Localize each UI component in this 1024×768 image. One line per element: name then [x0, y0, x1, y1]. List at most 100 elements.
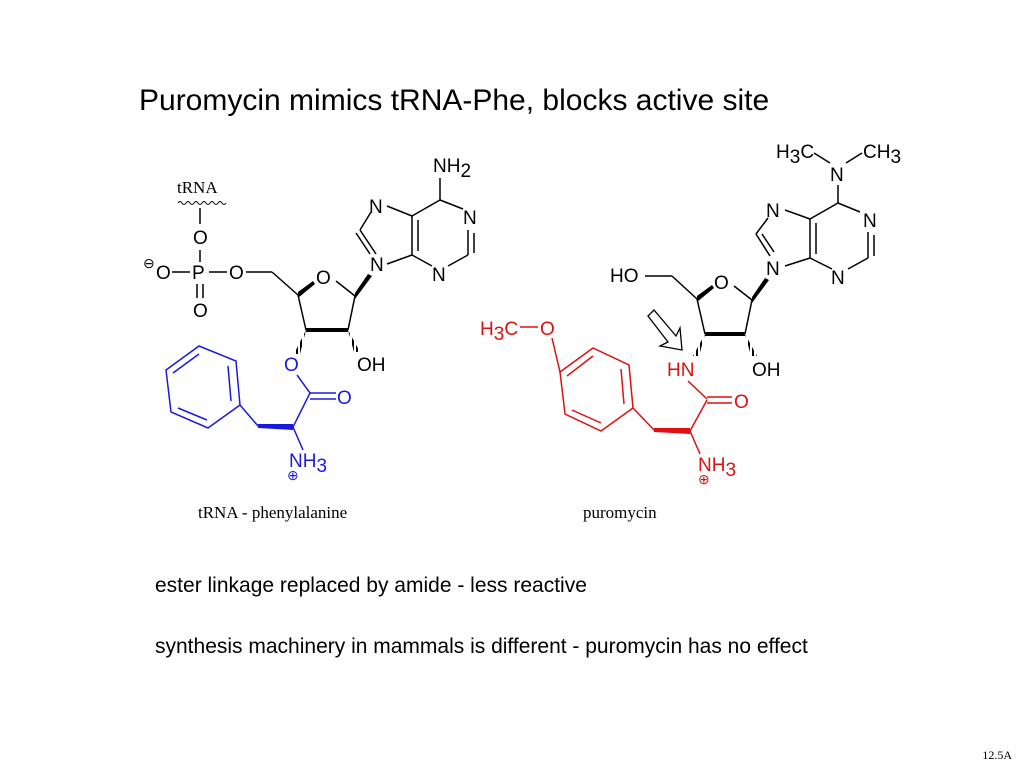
benzene-ring: [165, 345, 241, 429]
ribose-c4-c3: [297, 294, 307, 331]
mb-inner-a: [620, 368, 625, 405]
c1-n9-wedge: [355, 274, 372, 299]
phosphate-o-top: O: [193, 228, 208, 249]
right-caption: puromycin: [583, 503, 657, 522]
charge-minus: ⊖: [143, 255, 155, 271]
ribose-c1-c2: [347, 295, 356, 331]
r-ch2-ring: [632, 407, 655, 431]
c5-c6: [411, 199, 441, 217]
phosphate-o-left: O: [156, 263, 171, 284]
note-mammal-synthesis: synthesis machinery in mammals is differ…: [155, 635, 808, 658]
phosphate-p: P: [192, 263, 205, 284]
c2-oh-hash: [348, 330, 360, 352]
o-carbonyl-c: [296, 374, 311, 394]
ch2-c4-bond: [271, 271, 299, 296]
phosphate-o-bottom: O: [193, 301, 208, 322]
r-c6-n1: [837, 202, 861, 213]
calpha-n: [292, 426, 304, 451]
r-ho: HO: [610, 266, 639, 287]
r-c3-n-hash: [693, 334, 705, 356]
r-c4-c3: [696, 298, 706, 335]
wavy-bond: [177, 201, 227, 205]
methoxy-ch3: H3C: [480, 319, 518, 345]
mb-inner-b: [566, 355, 594, 377]
r-c6-c5: [809, 202, 839, 220]
r-c5-n7: [784, 209, 811, 220]
benzene-inner-b: [172, 353, 200, 374]
c8-n7: [359, 211, 372, 231]
phenylalanine-group: O O NH3 ⊕: [165, 345, 352, 483]
me-n-bond-right: [845, 152, 863, 164]
r-c4-ch2: [671, 275, 698, 300]
n1-c6: [439, 199, 464, 210]
c4-n3: [411, 254, 433, 267]
note-ester-linkage: ester linkage replaced by amide - less r…: [155, 574, 587, 597]
calpha-wedge: [258, 424, 293, 430]
c3-o-hash: [294, 330, 306, 354]
n7-c5: [386, 205, 413, 217]
r-purine-n3: N: [831, 268, 845, 289]
ch2-ring: [239, 404, 259, 427]
r-c8-n9-inner: [761, 233, 775, 253]
me-n-bond-left: [813, 152, 831, 164]
r-c2-n3: [847, 257, 869, 270]
benzene-inner-c: [177, 407, 208, 421]
carbonyl-o: O: [337, 388, 352, 409]
r-purine-n9: N: [766, 259, 780, 280]
n9-c8-inner: [355, 232, 371, 255]
methoxyphenylalanine-group: HN O NH3 ⊕ O H3C: [480, 319, 749, 487]
n9-c4: [386, 254, 413, 265]
r-c1-n9-wedge: [752, 278, 769, 303]
r-hydroxyl-oh: OH: [752, 360, 781, 381]
ribose-o: O: [316, 268, 331, 289]
purine-n1: N: [463, 208, 477, 229]
r-carbonyl-calpha: [689, 399, 708, 432]
methyl-right: CH3: [863, 142, 901, 168]
purine-n9: N: [370, 255, 384, 276]
r-purine-n7: N: [766, 201, 780, 222]
amide-hn: HN: [667, 360, 694, 381]
purine-n3: N: [432, 265, 446, 286]
r-n9-c4: [784, 257, 811, 267]
r-carbonyl-o: O: [734, 392, 749, 413]
r-calpha-n: [689, 430, 701, 455]
slide-title: Puromycin mimics tRNA-Phe, blocks active…: [139, 84, 770, 117]
ribose-o-c1: [335, 280, 356, 297]
charge-plus-right: ⊕: [698, 471, 710, 487]
benzene-inner-a: [227, 365, 232, 402]
ring-methoxy-o: [551, 337, 561, 373]
r-c2-oh-hash: [745, 334, 757, 356]
methyl-left: H3C: [776, 142, 814, 168]
slide-number: 12.5A: [982, 748, 1012, 762]
charge-plus-left: ⊕: [287, 467, 299, 483]
hydroxyl-oh: OH: [357, 355, 386, 376]
r-ribose-wedge-c4: [697, 285, 714, 302]
dimethyl-n: N: [830, 165, 844, 186]
trna-phe-structure: tRNA O ⊖ O P O O O OH N: [143, 156, 477, 522]
nh2-n: NH2: [433, 156, 471, 182]
carbonyl-calpha: [292, 392, 311, 428]
r-purine-n1: N: [863, 211, 877, 232]
n9-c8: [359, 229, 377, 255]
mb-inner-c: [571, 409, 602, 424]
amide-arrow-icon: [647, 309, 683, 351]
left-caption: tRNA - phenylalanine: [198, 503, 347, 522]
r-n7-c8: [755, 217, 769, 235]
ribose-wedge-c4: [298, 281, 315, 298]
r-c1-c2: [744, 299, 753, 335]
nh3-n: NH3: [289, 451, 327, 477]
r-n3-c4: [809, 257, 833, 270]
r-calpha-wedge: [654, 428, 690, 434]
r-nh3-n: NH3: [698, 455, 736, 481]
r-c8-n9: [755, 233, 771, 257]
methoxy-o: O: [540, 319, 555, 340]
n-carbonyl-c: [687, 380, 708, 400]
trna-label: tRNA: [177, 178, 218, 197]
purine-n7: N: [369, 197, 383, 218]
n3-c2: [447, 254, 469, 267]
r-ribose-o: O: [714, 273, 729, 294]
ester-o: O: [284, 355, 299, 376]
phosphate-o-right: O: [229, 263, 244, 284]
r-ribose-o-c1: [733, 285, 753, 301]
